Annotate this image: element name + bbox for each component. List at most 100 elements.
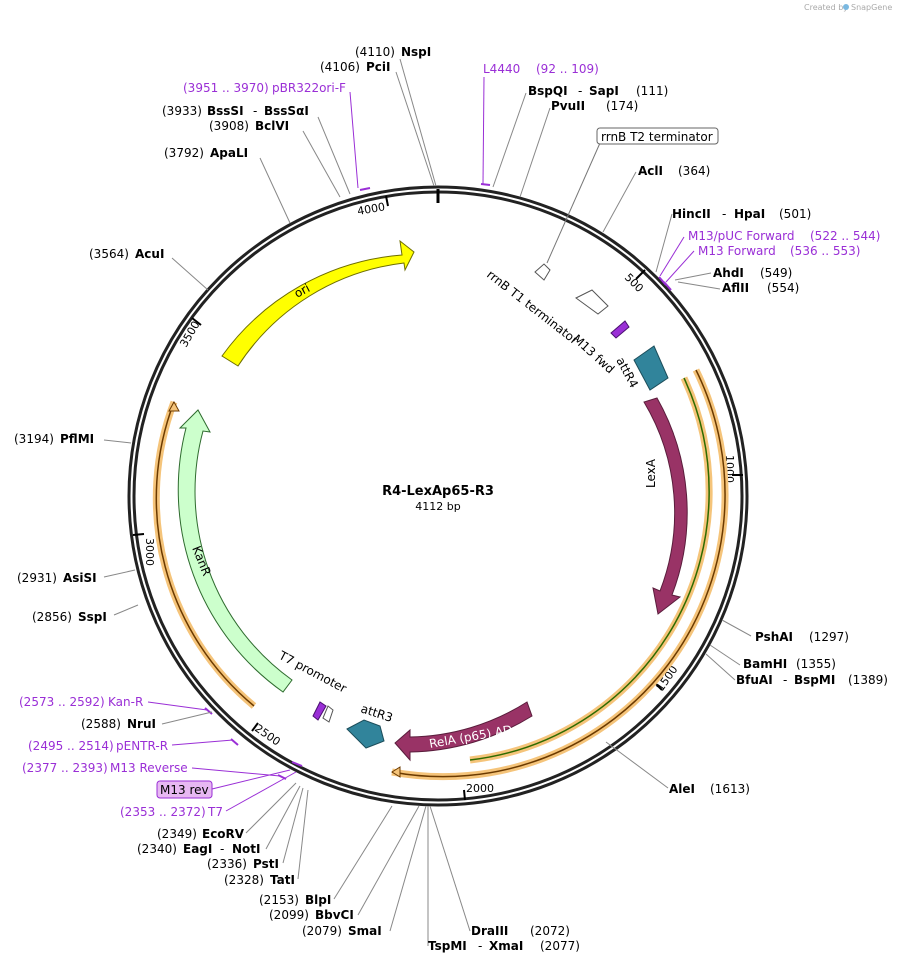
svg-text:pBR322ori-F: pBR322ori-F: [272, 81, 346, 95]
site-asisi[interactable]: (2931)AsiSI: [17, 571, 97, 585]
feature-rrnb-t2[interactable]: rrnB T2 terminator: [534, 127, 719, 281]
site-bfuai[interactable]: BfuAI-BspMI (1389): [736, 673, 888, 687]
site-pshai[interactable]: PshAI(1297): [755, 630, 849, 644]
primer-m13-forward[interactable]: M13 Forward(536 .. 553): [698, 244, 860, 258]
site-pflmi[interactable]: (3194)PflMI: [14, 432, 94, 446]
svg-text:AflII: AflII: [722, 281, 749, 295]
svg-text:AclI: AclI: [638, 164, 663, 178]
site-psti[interactable]: (2336)PstI: [207, 857, 279, 871]
site-ecorv[interactable]: (2349) EcoRV: [157, 827, 245, 841]
svg-text:(2377 .. 2393): (2377 .. 2393): [22, 761, 108, 775]
svg-text:(4110): (4110): [355, 45, 395, 59]
primer-marks: [204, 183, 672, 780]
svg-text:XmaI: XmaI: [489, 939, 523, 953]
svg-text:PflMI: PflMI: [60, 432, 94, 446]
feature-kanr[interactable]: KanR: [177, 409, 293, 693]
svg-text:ApaLI: ApaLI: [210, 146, 248, 160]
site-sspi[interactable]: (2856)SspI: [32, 610, 107, 624]
svg-text:(1389): (1389): [848, 673, 888, 687]
site-eagi[interactable]: (2340)EagI-NotI: [137, 842, 261, 856]
svg-text:(2349): (2349): [157, 827, 197, 841]
site-acui[interactable]: (3564)AcuI: [89, 247, 164, 261]
svg-text:(2856): (2856): [32, 610, 72, 624]
svg-text:(549): (549): [760, 266, 792, 280]
site-pcii[interactable]: (4106)PciI: [320, 60, 391, 74]
site-pvuii[interactable]: PvuII(174): [551, 99, 638, 113]
primer-m13-puc-forward[interactable]: M13/pUC Forward(522 .. 544): [688, 229, 880, 243]
site-bamhi[interactable]: BamHI(1355): [743, 657, 836, 671]
svg-text:HincII: HincII: [672, 207, 711, 221]
svg-text:HpaI: HpaI: [734, 207, 765, 221]
svg-text:L4440: L4440: [483, 62, 520, 76]
svg-text:pENTR-R: pENTR-R: [116, 739, 168, 753]
svg-text:BbvCI: BbvCI: [315, 908, 354, 922]
tick-500: 500: [622, 271, 646, 295]
site-draiii[interactable]: DraIII(2072): [471, 924, 570, 938]
primer-t7[interactable]: (2353 .. 2372)T7: [120, 805, 223, 819]
svg-text:(2340): (2340): [137, 842, 177, 856]
svg-text:EcoRV: EcoRV: [202, 827, 245, 841]
feature-label-rela: RelA (p65) AD: [428, 723, 513, 751]
svg-text:(2099): (2099): [269, 908, 309, 922]
site-bbvci[interactable]: (2099) BbvCI: [269, 908, 354, 922]
feature-attr4[interactable]: attR4: [613, 345, 669, 391]
svg-text:DraIII: DraIII: [471, 924, 508, 938]
svg-text:TatI: TatI: [270, 873, 295, 887]
feature-rrnb-t1[interactable]: rrnB T1 terminator: [484, 267, 609, 347]
svg-text:BclVI: BclVI: [255, 119, 289, 133]
site-tati[interactable]: (2328)TatI: [224, 873, 295, 887]
site-ahdi[interactable]: AhdI (549): [713, 266, 792, 280]
svg-text:-: -: [783, 673, 787, 687]
primer-pentr-r[interactable]: (2495 .. 2514)pENTR-R: [28, 739, 168, 753]
svg-text:(2079): (2079): [302, 924, 342, 938]
svg-text:(92 .. 109): (92 .. 109): [536, 62, 599, 76]
feature-label-lexa: LexA: [644, 458, 658, 488]
site-bsssi[interactable]: (3933)BssSI-BssSαI: [162, 104, 309, 118]
site-aflii[interactable]: AflII (554): [722, 281, 799, 295]
feature-attr3[interactable]: attR3: [346, 702, 395, 749]
plasmid-name: R4-LexAp65-R3: [382, 484, 494, 499]
svg-text:(554): (554): [767, 281, 799, 295]
svg-text:AhdI: AhdI: [713, 266, 744, 280]
svg-text:BssSαI: BssSαI: [264, 104, 309, 118]
site-bspqi[interactable]: BspQI-SapI(111): [528, 84, 668, 98]
feature-ori[interactable]: ori: [221, 239, 415, 367]
svg-text:M13 Forward: M13 Forward: [698, 244, 776, 258]
site-tspmi[interactable]: TspMI-XmaI(2077): [428, 939, 580, 953]
site-alei[interactable]: AleI(1613): [669, 782, 750, 796]
site-smai[interactable]: (2079) SmaI: [302, 924, 382, 938]
svg-text:BspMI: BspMI: [794, 673, 835, 687]
feature-m13rev[interactable]: M13 rev: [156, 769, 291, 799]
site-leaders: [103, 58, 752, 946]
svg-text:(3792): (3792): [164, 146, 204, 160]
site-nrui[interactable]: (2588)NruI: [81, 717, 156, 731]
snapgene-credit: Created by SnapGene: [804, 3, 892, 12]
site-apali[interactable]: (3792) ApaLI: [164, 146, 248, 160]
svg-text:(111): (111): [636, 84, 668, 98]
svg-text:BfuAI: BfuAI: [736, 673, 773, 687]
svg-text:(174): (174): [606, 99, 638, 113]
svg-text:M13 Reverse: M13 Reverse: [110, 761, 188, 775]
tick-4000: 4000: [356, 200, 386, 218]
site-hincii[interactable]: HincII-HpaI(501): [672, 207, 811, 221]
svg-text:NotI: NotI: [232, 842, 261, 856]
svg-text:SmaI: SmaI: [348, 924, 382, 938]
svg-text:(1355): (1355): [796, 657, 836, 671]
svg-text:-: -: [722, 207, 726, 221]
svg-text:(2573 .. 2592): (2573 .. 2592): [19, 695, 105, 709]
site-bclvi[interactable]: (3908)BclVI: [209, 119, 289, 133]
primer-pbr322ori-f[interactable]: (3951 .. 3970)pBR322ori-F: [183, 81, 346, 95]
svg-text:(3564): (3564): [89, 247, 129, 261]
site-acli[interactable]: AclI(364): [638, 164, 710, 178]
primer-kan-r[interactable]: (2573 .. 2592)Kan-R: [19, 695, 143, 709]
primer-m13-reverse[interactable]: (2377 .. 2393)M13 Reverse: [22, 761, 188, 775]
svg-text:PstI: PstI: [253, 857, 279, 871]
credit-text: Created by: [804, 3, 848, 12]
site-blpi[interactable]: (2153)BlpI: [259, 893, 331, 907]
feature-label-t7-promoter: T7 promoter: [276, 648, 349, 696]
svg-text:(1613): (1613): [710, 782, 750, 796]
restriction-sites: (4110)NspI (4106)PciI (3933)BssSI-BssSαI…: [14, 45, 888, 953]
svg-text:BspQI: BspQI: [528, 84, 568, 98]
primer-l4440[interactable]: L4440 (92 .. 109): [483, 62, 599, 76]
site-nspi[interactable]: (4110)NspI: [355, 45, 431, 59]
